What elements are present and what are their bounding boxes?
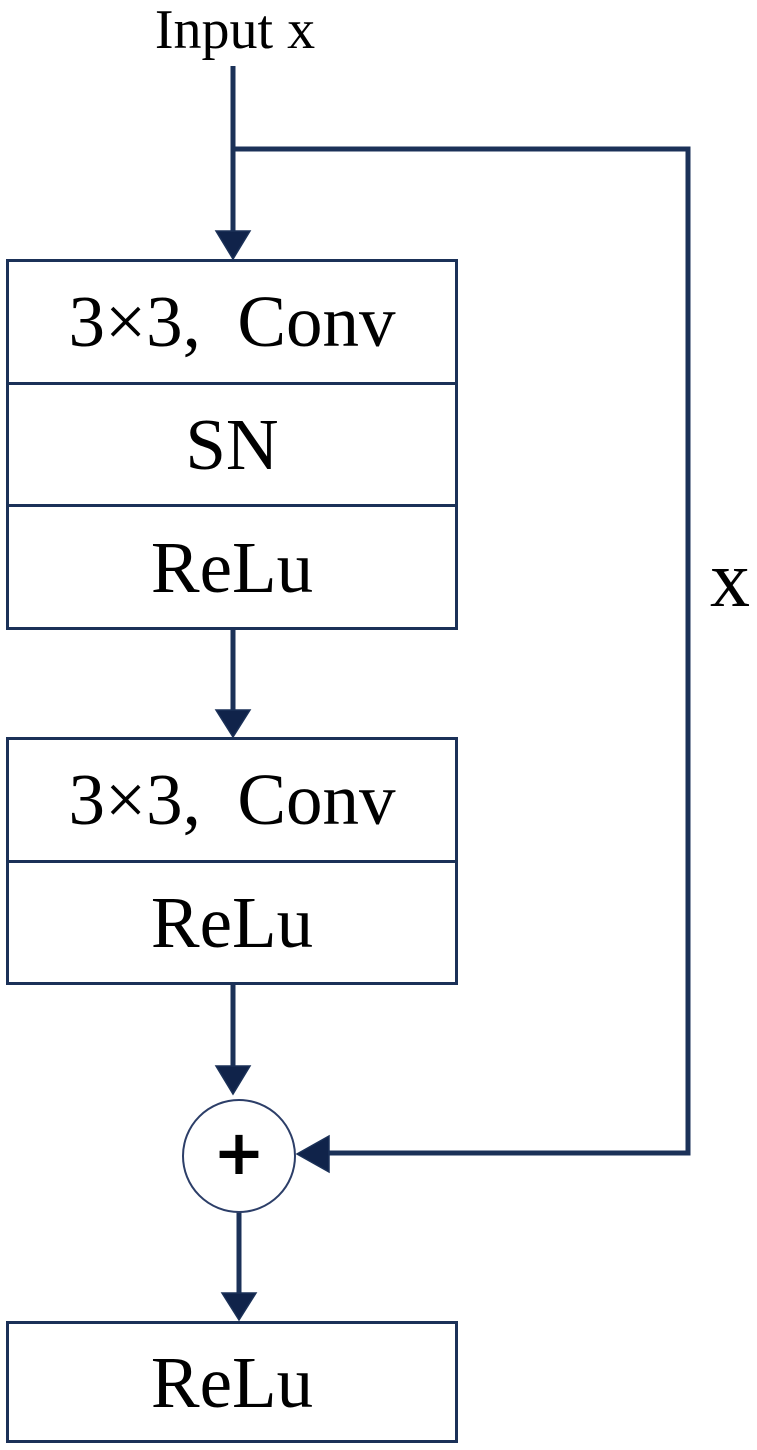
conv-block-2-row-conv: 3×3, Conv	[68, 759, 396, 841]
conv-block-1-row-conv: 3×3, Conv	[68, 281, 396, 363]
skip-connection-line	[233, 146, 691, 1156]
conv-block-2: 3×3, Conv ReLu	[6, 737, 458, 985]
conv-block-1-row-relu: ReLu	[9, 504, 455, 627]
skip-connection-label: x	[710, 536, 750, 624]
plus-icon: +	[213, 1116, 265, 1189]
input-arrowhead-icon	[214, 230, 252, 261]
sum-node: +	[182, 1099, 296, 1213]
conv-block-1-row-sn: SN	[9, 381, 455, 505]
output-block: ReLu	[6, 1321, 458, 1443]
block2-to-sum-arrowhead-icon	[214, 1065, 252, 1096]
sum-to-output-arrowhead-icon	[220, 1292, 258, 1322]
block1-to-block2-arrowhead-icon	[214, 709, 252, 739]
input-label: Input x	[154, 0, 316, 61]
conv-block-1: 3×3, Conv SN ReLu	[6, 259, 458, 630]
conv-block-2-row-relu: ReLu	[9, 859, 455, 983]
output-block-row-relu: ReLu	[150, 1341, 314, 1423]
skip-arrowhead-icon	[295, 1134, 330, 1174]
